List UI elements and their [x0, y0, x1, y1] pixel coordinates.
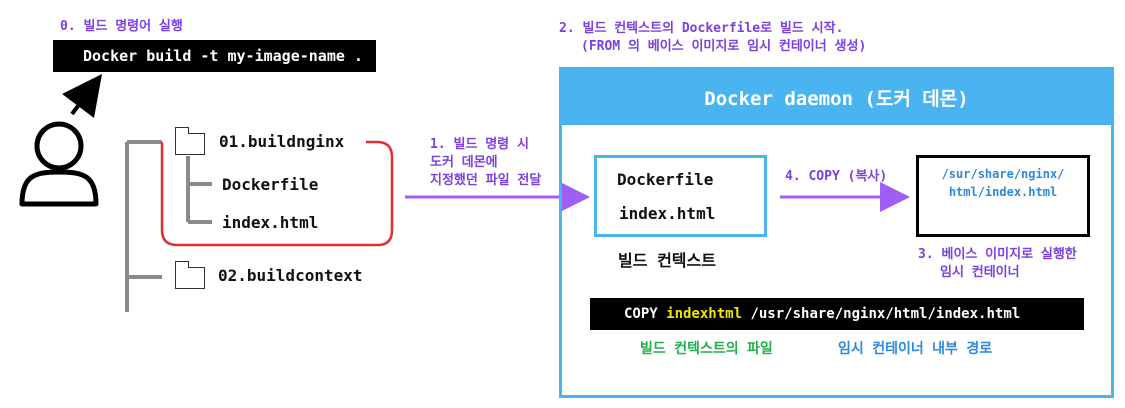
context-file-dockerfile: Dockerfile [617, 170, 714, 189]
step1-line2: 도커 데몬에 [430, 155, 498, 170]
folder-buildnginx[interactable]: 01.buildnginx [219, 132, 345, 151]
context-file-index-html: index.html [619, 204, 716, 223]
step1-line3: 지정했던 파일 전달 [430, 173, 542, 188]
copy-source-caption: 빌드 컨텍스트의 파일 [640, 341, 773, 357]
build-command-bar: Docker build -t my-image-name . [53, 40, 376, 72]
folder-icon [174, 261, 205, 289]
temp-container-path: /sur/share/nginx/ html/index.html [919, 165, 1087, 201]
step4-label: 4. COPY (복사) [785, 169, 888, 184]
file-dockerfile[interactable]: Dockerfile [222, 175, 319, 194]
build-command-text: Docker build -t my-image-name . [83, 47, 363, 65]
folder-icon [174, 127, 205, 155]
copy-dest-caption: 임시 컨테이너 내부 경로 [838, 341, 993, 357]
step2-label: 2. 빌드 컨텍스트의 Dockerfile로 빌드 시작. (FROM 의 베… [559, 20, 866, 56]
step0-label: 0. 빌드 명령어 실행 [60, 19, 183, 34]
copy-dest: /usr/share/nginx/html/index.html [750, 306, 1021, 322]
temp-path-line1: /sur/share/nginx/ [941, 167, 1065, 181]
copy-command-bar: COPY indexhtml /usr/share/nginx/html/ind… [590, 298, 1084, 330]
step3-line1: 3. 베이스 이미지로 실행한 [918, 247, 1077, 262]
temp-container-box [916, 155, 1090, 237]
docker-daemon-box [559, 67, 1114, 398]
selected-folder-highlight [160, 140, 394, 247]
step2-line1: 2. 빌드 컨텍스트의 Dockerfile로 빌드 시작. [559, 21, 844, 36]
user-icon [19, 121, 99, 207]
step3-label: 3. 베이스 이미지로 실행한 임시 컨테이너 [918, 246, 1098, 282]
build-context-box [594, 155, 767, 237]
tree-lines [125, 140, 212, 312]
user-to-command-arrow [62, 74, 102, 118]
step2-line2: (FROM 의 베이스 이미지로 임시 컨테이너 생성) [581, 39, 867, 54]
file-index-html[interactable]: index.html [222, 213, 319, 232]
step3-line2: 임시 컨테이너 [940, 265, 1020, 280]
temp-path-line2: html/index.html [948, 185, 1058, 199]
step1-label: 1. 빌드 명령 시 도커 데몬에 지정했던 파일 전달 [430, 136, 541, 190]
docker-daemon-header: Docker daemon (도커 데몬) [562, 70, 1111, 125]
folder-buildcontext[interactable]: 02.buildcontext [218, 266, 363, 285]
step1-line1: 1. 빌드 명령 시 [430, 137, 529, 152]
build-context-caption: 빌드 컨텍스트 [618, 251, 716, 270]
copy-keyword: COPY [624, 306, 658, 322]
copy-source: indexhtml [666, 306, 743, 322]
